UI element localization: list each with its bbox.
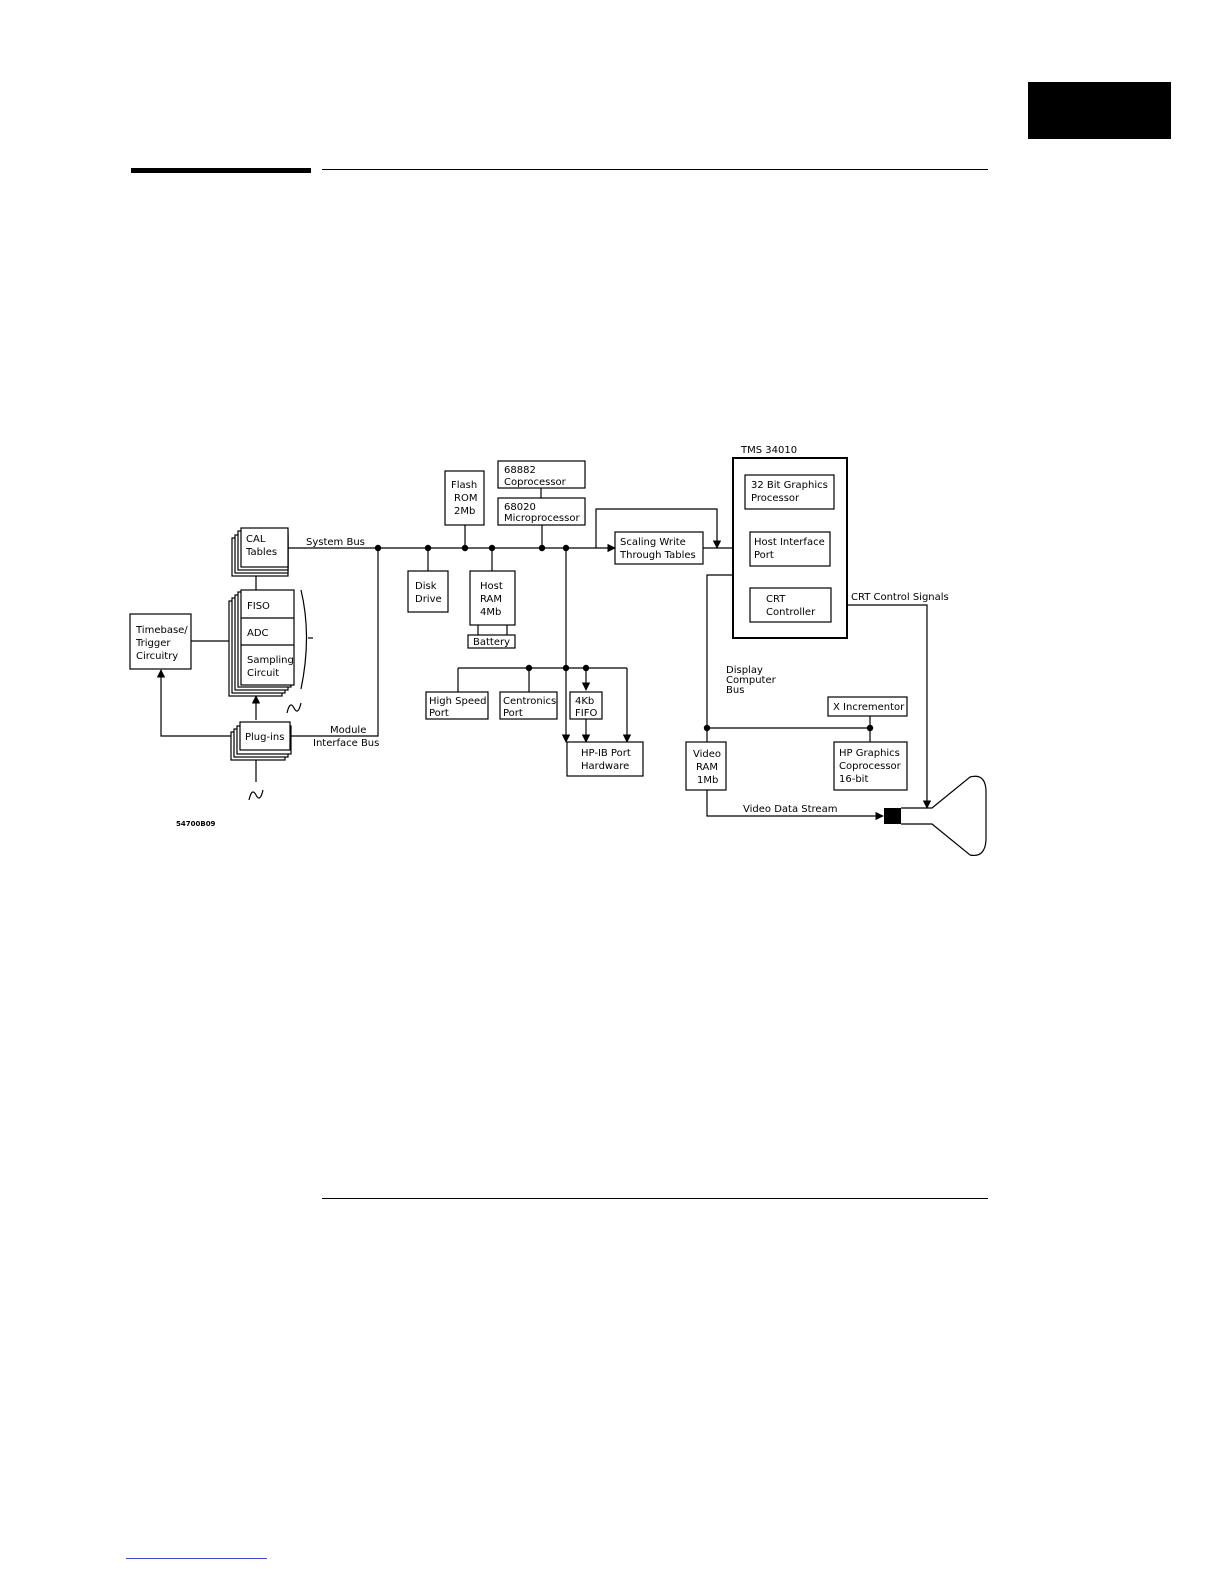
timebase-label-1: Timebase/ bbox=[135, 625, 188, 636]
display-bus-label-1: Display bbox=[726, 665, 763, 676]
coproc-68882-label-2: Coprocessor bbox=[504, 477, 567, 488]
graphics-proc-label-1: 32 Bit Graphics bbox=[751, 480, 828, 491]
footer-rule bbox=[322, 1198, 988, 1199]
header-rule bbox=[322, 169, 988, 170]
x-incrementor-label: X Incrementor bbox=[833, 702, 905, 713]
micro-68020-label-2: Microprocessor bbox=[504, 513, 580, 524]
signal-wave-icon bbox=[286, 702, 302, 714]
scaling-tables-block: Scaling Write Through Tables bbox=[614, 531, 704, 565]
hp-graphics-label-1: HP Graphics bbox=[839, 748, 900, 759]
figure-id: 54700B09 bbox=[176, 820, 216, 828]
video-stream-label: Video Data Stream bbox=[743, 804, 837, 815]
centronics-label-2: Port bbox=[503, 708, 523, 719]
video-ram-label-2: RAM bbox=[696, 762, 718, 773]
hpib-label-1: HP-IB Port bbox=[581, 748, 631, 759]
video-ram-label-1: Video bbox=[693, 749, 721, 760]
microprocessor-68020-block: 68020 Microprocessor bbox=[497, 497, 586, 526]
display-bus-label-2: Computer bbox=[726, 675, 777, 686]
host-ram-block: Host RAM 4Mb bbox=[469, 570, 516, 635]
disk-drive-label-1: Disk bbox=[415, 581, 437, 592]
coprocessor-68882-block: 68882 Coprocessor bbox=[497, 460, 586, 489]
sampling-label-2: Circuit bbox=[247, 668, 279, 679]
fifo-label-1: 4Kb bbox=[575, 696, 594, 707]
hybrids-block: FISO ADC Sampling Circuit bbox=[228, 589, 313, 714]
host-ram-label-1: Host bbox=[480, 581, 503, 592]
centronics-port-block: Centronics Port bbox=[499, 691, 558, 720]
graphics-proc-label-2: Processor bbox=[751, 493, 800, 504]
display-bus-label-3: Bus bbox=[726, 685, 744, 696]
high-speed-port-block: High Speed Port bbox=[425, 691, 489, 720]
timebase-label-2: Trigger bbox=[135, 638, 171, 649]
timebase-label-3: Circuitry bbox=[136, 651, 178, 662]
cal-tables-block: CAL Tables bbox=[231, 527, 289, 577]
host-ram-label-2: RAM bbox=[480, 594, 502, 605]
adc-label: ADC bbox=[247, 628, 269, 639]
fifo-block: 4Kb FIFO bbox=[569, 691, 603, 720]
hp-graphics-label-2: Coprocessor bbox=[839, 761, 902, 772]
video-ram-label-3: 1Mb bbox=[697, 775, 718, 786]
page-tab-marker bbox=[1028, 82, 1171, 139]
fiso-label: FISO bbox=[247, 601, 270, 612]
battery-block: Battery bbox=[467, 634, 516, 649]
host-interface-label-2: Port bbox=[754, 550, 774, 561]
centronics-label-1: Centronics bbox=[503, 696, 556, 707]
crt-tube-icon bbox=[884, 775, 987, 857]
disk-drive-block: Disk Drive bbox=[407, 570, 449, 613]
x-incrementor-block: X Incrementor bbox=[827, 696, 908, 717]
hpib-port-block: HP-IB Port Hardware bbox=[566, 741, 644, 777]
timebase-block: Timebase/ Trigger Circuitry bbox=[129, 613, 192, 670]
header-rule-thick bbox=[131, 168, 311, 173]
fifo-label-2: FIFO bbox=[575, 708, 597, 719]
scaling-label-2: Through Tables bbox=[619, 550, 696, 561]
hybrids-brace bbox=[300, 589, 308, 690]
crt-controller-label-2: Controller bbox=[766, 607, 816, 618]
hp-graphics-label-3: 16-bit bbox=[839, 774, 868, 785]
host-ram-label-3: 4Mb bbox=[480, 607, 501, 618]
input-wave-icon bbox=[248, 789, 264, 801]
wires bbox=[156, 488, 932, 821]
junction-dots bbox=[374, 544, 874, 732]
high-speed-label-1: High Speed bbox=[429, 696, 487, 707]
flash-rom-label-3: 2Mb bbox=[454, 506, 475, 517]
module-bus-label-2: Interface Bus bbox=[313, 738, 379, 749]
hp-graphics-block: HP Graphics Coprocessor 16-bit bbox=[833, 741, 908, 791]
hpib-label-2: Hardware bbox=[581, 761, 629, 772]
system-bus-label: System Bus bbox=[306, 537, 365, 548]
flash-rom-label-1: Flash bbox=[451, 480, 477, 491]
sampling-label-1: Sampling bbox=[247, 655, 294, 666]
crt-controller-label-1: CRT bbox=[766, 594, 786, 605]
scaling-label-1: Scaling Write bbox=[620, 537, 686, 548]
cal-tables-label-2: Tables bbox=[245, 547, 277, 558]
tms34010-label: TMS 34010 bbox=[740, 445, 797, 456]
micro-68020-label-1: 68020 bbox=[504, 502, 536, 513]
plugins-label: Plug-ins bbox=[245, 732, 284, 743]
disk-drive-label-2: Drive bbox=[415, 594, 442, 605]
footer-link-rule bbox=[126, 1558, 267, 1559]
cal-tables-label-1: CAL bbox=[246, 534, 266, 545]
battery-label: Battery bbox=[473, 637, 510, 648]
flash-rom-block: Flash ROM 2Mb bbox=[444, 470, 485, 526]
high-speed-label-2: Port bbox=[429, 708, 449, 719]
coproc-68882-label-1: 68882 bbox=[504, 465, 536, 476]
host-interface-label-1: Host Interface bbox=[754, 537, 825, 548]
crt-signals-label: CRT Control Signals bbox=[851, 592, 949, 603]
tms34010-block: TMS 34010 32 Bit Graphics Processor Host… bbox=[732, 445, 848, 639]
module-bus-label-1: Module bbox=[330, 725, 366, 736]
video-ram-block: Video RAM 1Mb bbox=[685, 741, 727, 791]
flash-rom-label-2: ROM bbox=[454, 493, 477, 504]
plugins-block: Plug-ins bbox=[230, 721, 292, 801]
